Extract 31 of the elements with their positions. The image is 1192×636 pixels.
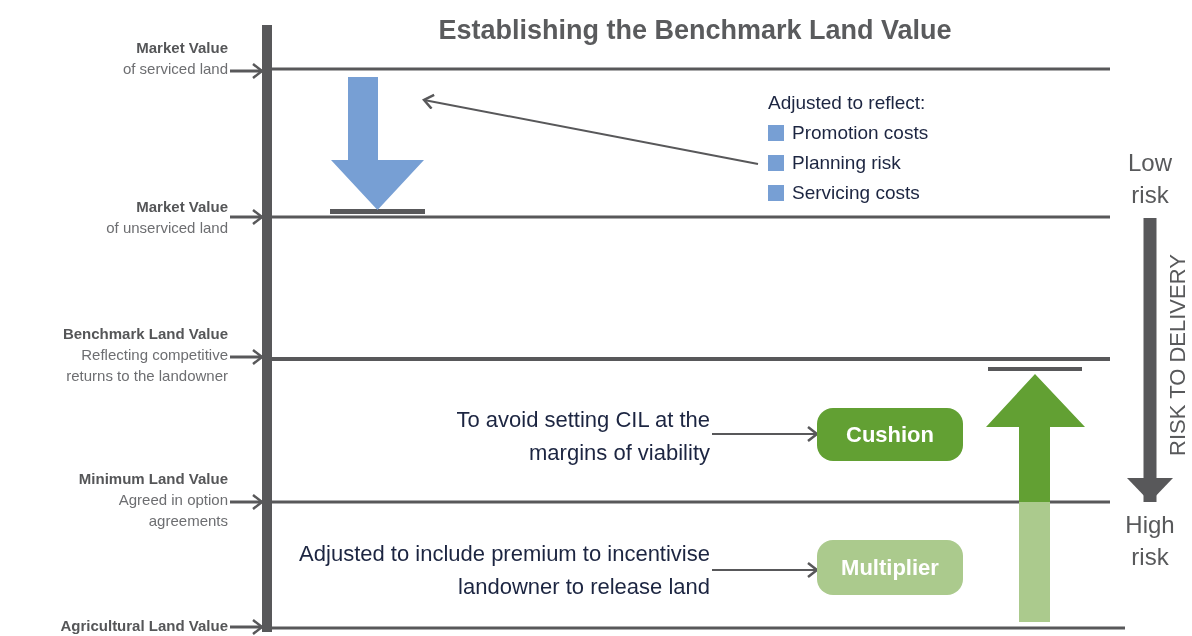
level-description: of serviced land [122, 59, 228, 79]
arrow [422, 93, 759, 165]
arrow [230, 618, 264, 636]
note-text: Adjusted to include premium to incentivise landowner to release land [298, 540, 710, 601]
level-description: of unserviced land [106, 218, 228, 238]
list-heading: Adjusted to reflect: [767, 91, 927, 115]
level-title: Benchmark Land Value [62, 324, 228, 344]
arrow [230, 62, 264, 80]
diagram-title: Establishing the Benchmark Land Value [437, 14, 953, 47]
level-description: Reflecting competitive returns to the landowner [65, 345, 228, 386]
level-description: Agreed in option agreements [117, 490, 228, 531]
arrow [711, 425, 819, 443]
arrow [230, 348, 264, 366]
level-title: Market Value [136, 38, 228, 58]
arrow [230, 208, 264, 226]
list-item: Planning risk [792, 151, 901, 175]
vertical-axis [262, 25, 272, 632]
down-arrow [331, 77, 424, 210]
arrow [230, 493, 264, 511]
note-text: To avoid setting CIL at the margins of viability [455, 406, 710, 467]
arrow [711, 561, 819, 579]
level-title: Minimum Land Value [78, 469, 228, 489]
list-item: Promotion costs [792, 121, 929, 145]
category-pill: Multiplier [817, 540, 963, 595]
risk-arrow [1127, 218, 1173, 502]
risk-label: High risk [1124, 510, 1176, 572]
category-pill: Cushion [817, 408, 963, 461]
list-item: Servicing costs [792, 181, 920, 205]
level-title: Market Value [136, 197, 228, 217]
risk-label: Low risk [1127, 148, 1173, 210]
level-title: Agricultural Land Value [60, 616, 228, 636]
